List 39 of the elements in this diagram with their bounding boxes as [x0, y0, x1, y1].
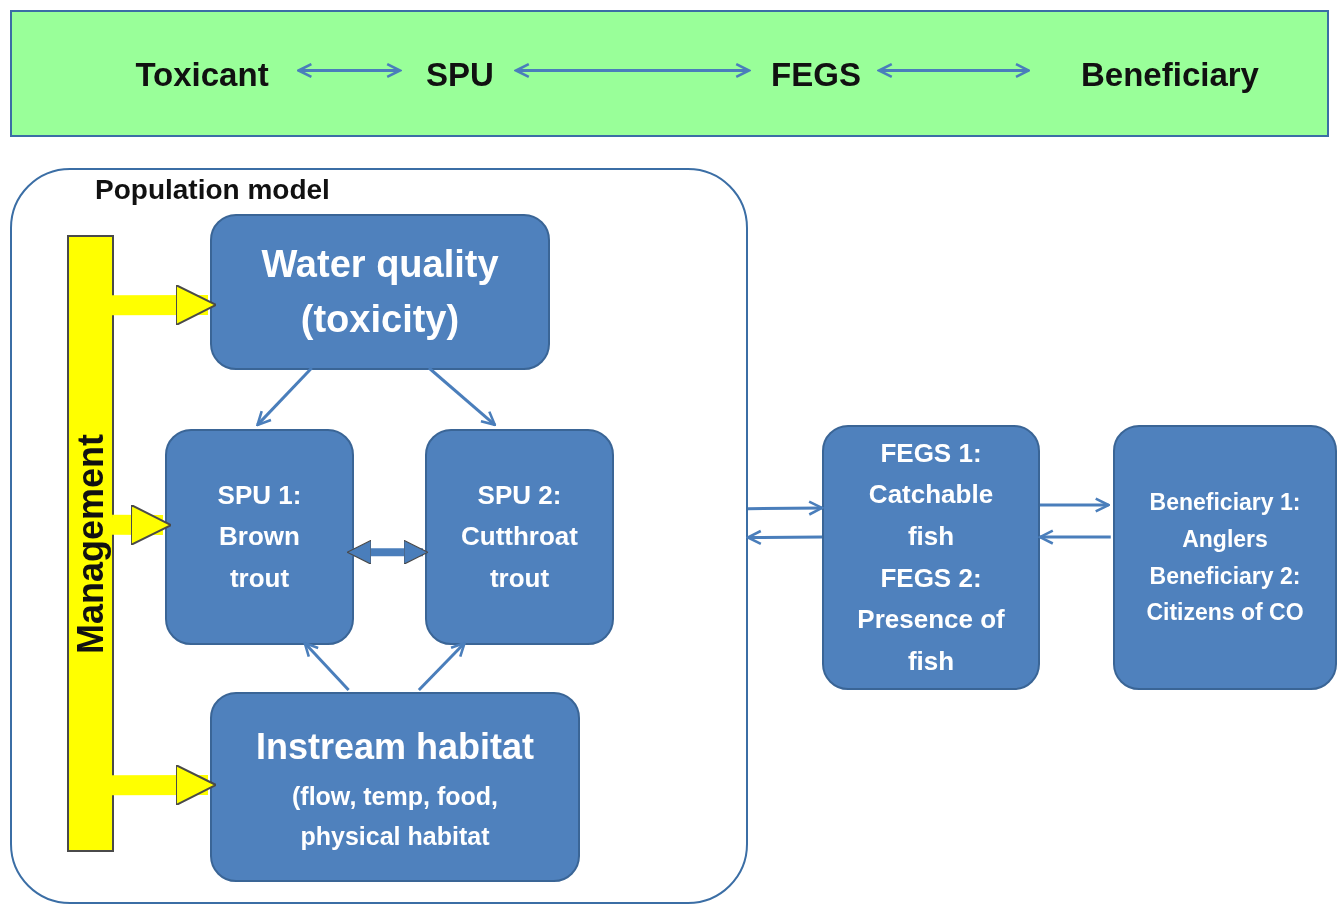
management-bar — [67, 235, 114, 852]
block-arrow — [111, 284, 217, 327]
arrow — [303, 641, 350, 692]
double-arrow — [514, 62, 751, 79]
process-box — [165, 429, 354, 645]
box-subtitle: FEGS 2: Presence of fish — [856, 561, 1006, 678]
process-box — [822, 425, 1040, 690]
block-arrow — [111, 764, 217, 807]
box-title: Instream habitat — [254, 725, 536, 770]
box-title: Beneficiary 1: Anglers — [1148, 487, 1302, 554]
arrow — [256, 366, 313, 427]
double-arrow — [877, 62, 1031, 79]
box-subtitle: Beneficiary 2: Citizens of CO — [1145, 561, 1305, 628]
arrow — [417, 641, 466, 692]
process-box — [425, 429, 614, 645]
double-arrow — [346, 539, 429, 565]
arrow — [1040, 497, 1110, 513]
arrow — [428, 366, 497, 427]
process-box — [1113, 425, 1337, 690]
box-title: SPU 1: Brown trout — [216, 478, 303, 595]
block-arrow — [111, 503, 172, 546]
concept-label: Beneficiary — [1050, 50, 1290, 100]
box-title: SPU 2: Cutthroat trout — [460, 478, 579, 595]
double-arrow — [297, 62, 402, 79]
concept-label: Toxicant — [117, 50, 287, 100]
concept-label: SPU — [410, 50, 510, 100]
box-subtitle: (flow, temp, food, physical habitat — [291, 780, 499, 852]
box-title: Water quality (toxicity) — [260, 241, 500, 342]
arrow — [1038, 529, 1111, 545]
arrow — [746, 529, 822, 546]
banner-panel — [10, 10, 1329, 137]
concept-label: FEGS — [760, 50, 872, 100]
process-box — [210, 214, 550, 370]
box-title: FEGS 1: Catchable fish — [867, 436, 995, 553]
arrow — [748, 500, 824, 516]
process-box — [210, 692, 580, 882]
bar-label: Management — [69, 433, 112, 654]
group-title: Population model — [95, 174, 330, 206]
group-container — [10, 168, 748, 904]
